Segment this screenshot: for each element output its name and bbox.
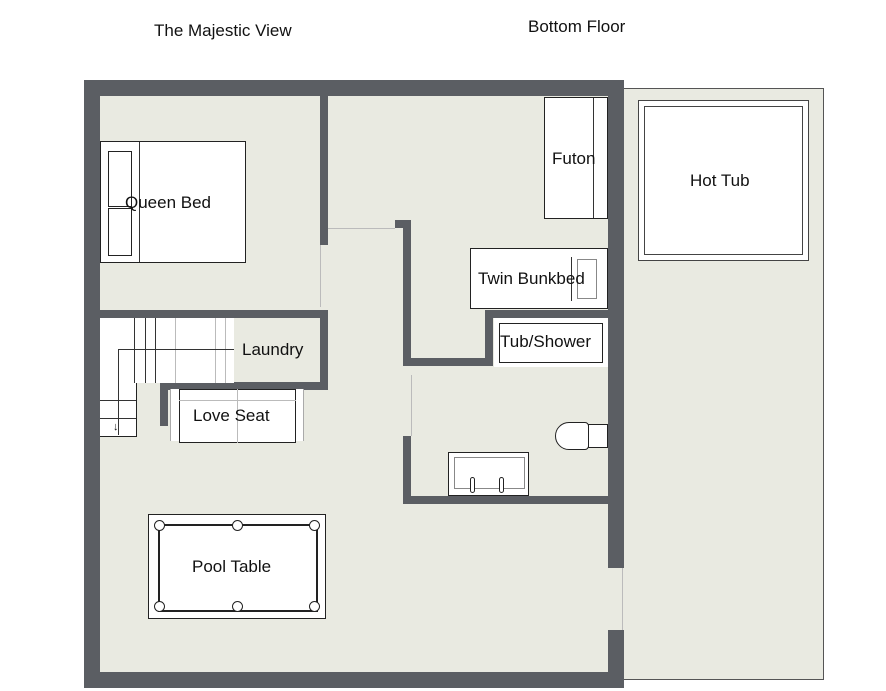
laundry-label: Laundry <box>242 340 304 359</box>
love-seat-label: Love Seat <box>193 406 270 425</box>
toilet <box>555 422 589 450</box>
sink <box>448 452 529 496</box>
exterior-door[interactable] <box>608 568 624 630</box>
property-title: The Majestic View <box>154 21 292 40</box>
pocket-icon <box>232 601 243 612</box>
pocket-icon <box>154 520 165 531</box>
pocket-icon <box>232 520 243 531</box>
stairs-arrow-icon: ↓ <box>113 421 119 433</box>
twin-bunkbed: Twin Bunkbed <box>470 248 608 309</box>
hot-tub: Hot Tub <box>638 100 809 261</box>
floor-title: Bottom Floor <box>528 17 626 36</box>
twin-bunkbed-label: Twin Bunkbed <box>478 269 585 288</box>
stairs <box>100 318 234 383</box>
pool-table-label: Pool Table <box>192 557 272 576</box>
futon-label: Futon <box>552 149 596 168</box>
toilet-tank <box>588 424 608 448</box>
stairs-lower: ↓ <box>100 349 137 437</box>
tub-shower-label: Tub/Shower <box>500 332 592 351</box>
futon: Futon <box>544 97 608 219</box>
tub-shower: Tub/Shower <box>494 318 608 367</box>
hot-tub-label: Hot Tub <box>690 171 750 190</box>
pocket-icon <box>309 520 320 531</box>
queen-bed: Queen Bed <box>100 141 246 263</box>
pool-table: Pool Table <box>148 514 326 619</box>
pocket-icon <box>154 601 165 612</box>
queen-bed-label: Queen Bed <box>125 193 212 212</box>
pocket-icon <box>309 601 320 612</box>
love-seat: Love Seat <box>170 389 304 443</box>
